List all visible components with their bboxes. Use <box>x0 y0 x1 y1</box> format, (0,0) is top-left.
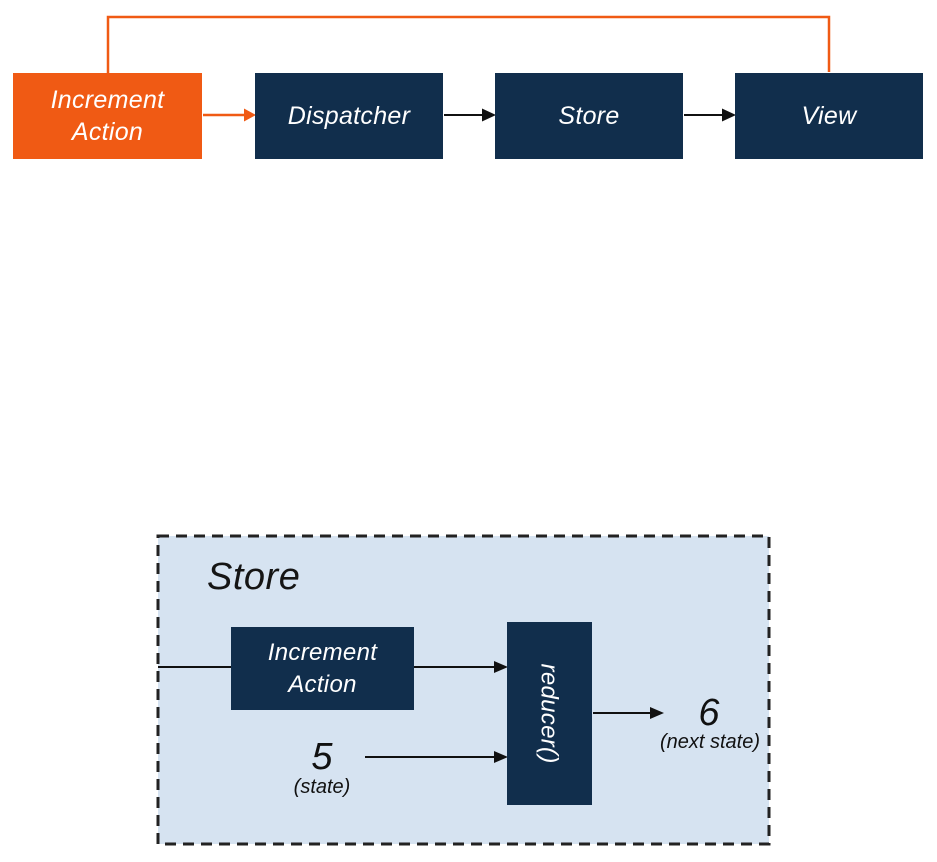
arrowhead-action-to-reducer <box>494 661 508 673</box>
arrowhead-reducer-to-next-state <box>650 707 664 719</box>
flow-node-store: Store <box>495 73 683 159</box>
store-panel-increment-action-box: Increment Action <box>231 627 414 710</box>
arrowhead-store-to-view <box>722 108 736 122</box>
next-state-caption: (next state) <box>659 731 761 753</box>
arrowhead-state-to-reducer <box>494 751 508 763</box>
state-caption: (state) <box>293 776 351 798</box>
arrowhead-action-to-dispatcher <box>244 108 256 122</box>
flow-node-dispatcher: Dispatcher <box>255 73 443 159</box>
flow-node-view: View <box>735 73 923 159</box>
next-state-value: 6 <box>698 692 720 734</box>
reducer-box: reducer() <box>507 622 592 805</box>
feedback-wire <box>106 15 831 73</box>
flow-node-increment-action: Increment Action <box>13 73 202 159</box>
arrowhead-dispatcher-to-store <box>482 108 496 122</box>
reducer-label: reducer() <box>536 663 564 764</box>
state-value: 5 <box>311 736 333 778</box>
store-panel-title: Store <box>207 556 301 598</box>
